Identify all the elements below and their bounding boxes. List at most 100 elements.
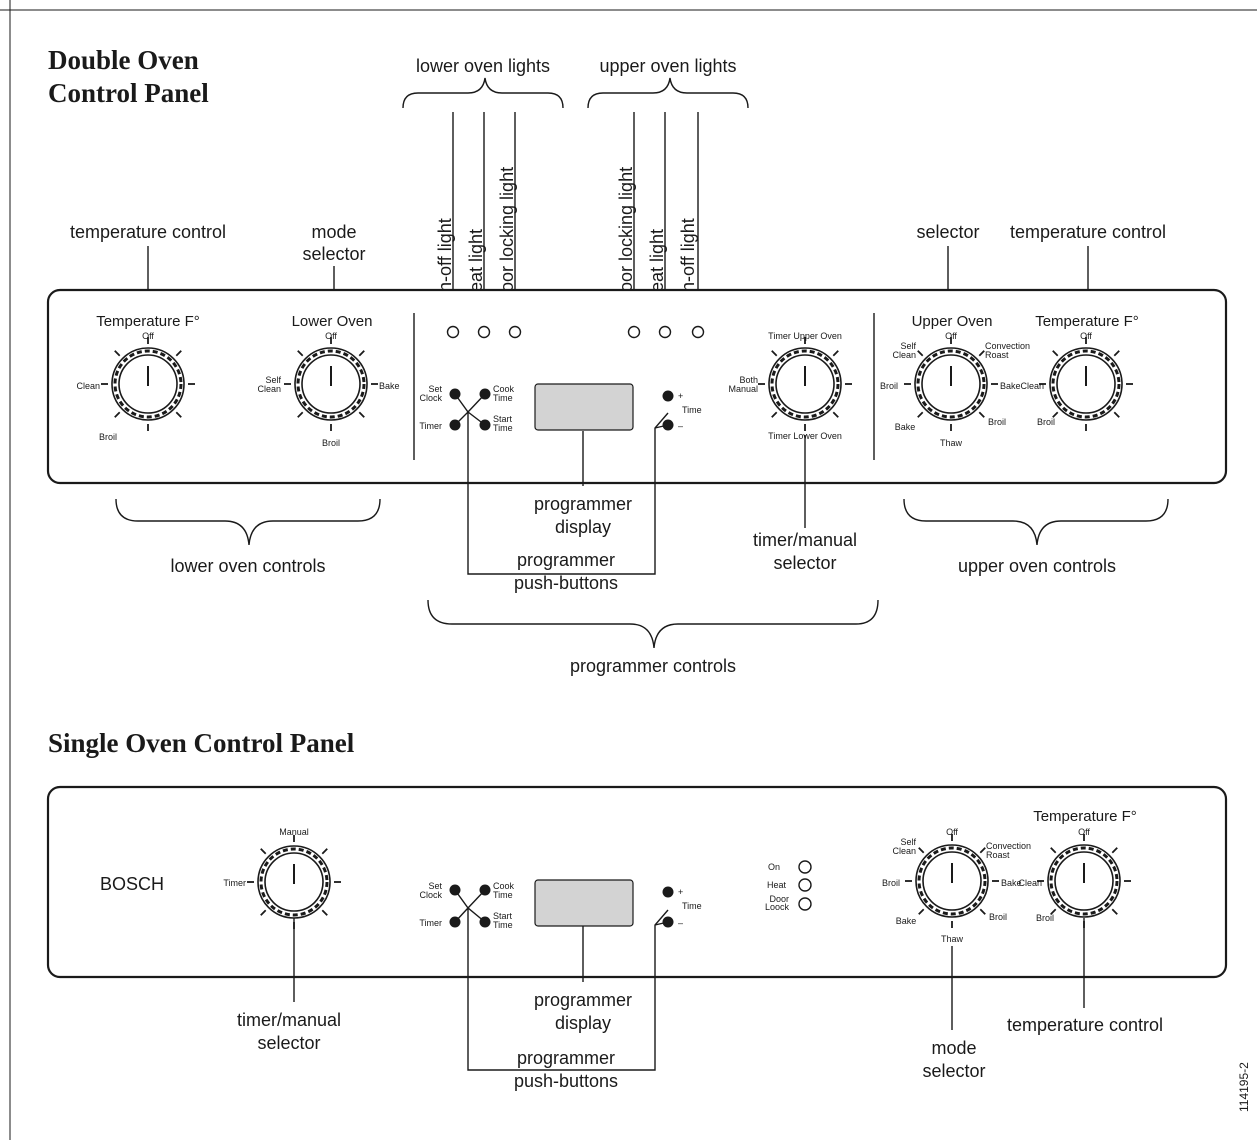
set-clock-label-2: Clock: [419, 393, 442, 403]
lower-temperature-knob-title: Temperature F°: [96, 313, 200, 330]
single-programmer-buttons: Set Clock Cook Time Timer Start Time + T…: [419, 879, 702, 1071]
double-timer-manual-knob[interactable]: [758, 337, 852, 431]
lower-oven-knob-title: Lower Oven: [292, 313, 373, 330]
knob-label-off: Off: [946, 827, 958, 837]
lower-door-locking-light: [508, 325, 522, 339]
knob-label-broil: Broil: [99, 432, 117, 442]
cook-time-label: Cook: [493, 881, 515, 891]
minus-label: –: [678, 918, 683, 928]
knob-label-self: Self: [265, 375, 281, 385]
knob-label-timer: Timer: [223, 878, 246, 888]
knob-label-clean: Clean: [76, 381, 100, 391]
upper-oven-lights-brace: [587, 77, 749, 109]
single-display-label-line1: programmer: [534, 990, 632, 1010]
brand-logo: BOSCH: [100, 874, 164, 894]
knob-label-thaw: Thaw: [940, 438, 963, 448]
knob-label-broil-2: Broil: [988, 417, 1006, 427]
knob-label-broil: Broil: [882, 878, 900, 888]
double-programmer-display: [534, 383, 634, 431]
knob-label-clean: Clean: [892, 846, 916, 856]
lower-oven-lights-label: lower oven lights: [416, 56, 550, 76]
door-lock-light-label-2: Loock: [765, 902, 790, 912]
knob-label-bake: Bake: [1000, 381, 1021, 391]
double-oven-panel: [46, 288, 1228, 485]
single-mode-selector-label-line1: mode: [931, 1038, 976, 1058]
time-plus-button[interactable]: [662, 390, 674, 402]
knob-label-self: Self: [900, 341, 916, 351]
knob-label-timer-upper-oven: Timer Upper Oven: [768, 331, 842, 341]
programmer-buttons-leader: [454, 393, 669, 575]
timer-manual-label-line1: timer/manual: [753, 530, 857, 550]
upper-temperature-knob[interactable]: [1039, 337, 1133, 431]
time-plus-button[interactable]: [662, 886, 674, 898]
single-timer-manual-label-line1: timer/manual: [237, 1010, 341, 1030]
lower-temperature-knob[interactable]: [101, 337, 195, 431]
start-time-label-2: Time: [493, 423, 513, 433]
lower-on-off-light-label: on-off light: [435, 218, 455, 302]
single-oven-title: Single Oven Control Panel: [48, 728, 355, 758]
time-label: Time: [682, 901, 702, 911]
upper-oven-controls-brace: [903, 498, 1169, 546]
single-oven-panel: [46, 785, 1228, 979]
knob-label-thaw: Thaw: [941, 934, 964, 944]
single-temperature-control-label: temperature control: [1007, 1015, 1163, 1035]
programmer-display-label-line2: display: [555, 517, 611, 537]
knob-label-broil: Broil: [322, 438, 340, 448]
knob-label-bake-2: Bake: [896, 916, 917, 926]
programmer-display-label-line1: programmer: [534, 494, 632, 514]
knob-label-broil-2: Broil: [989, 912, 1007, 922]
single-timer-manual-knob[interactable]: [247, 835, 341, 929]
knob-label-bake: Bake: [379, 381, 400, 391]
timer-button-label: Timer: [419, 918, 442, 928]
lower-oven-lights: [446, 325, 522, 339]
document-number: 114195-2: [1237, 1062, 1251, 1112]
upper-on-off-light: [691, 325, 705, 339]
double-oven-title-line2: Control Panel: [48, 78, 209, 108]
lower-door-locking-light-label: door locking light: [497, 167, 517, 302]
single-display-label-line2: display: [555, 1013, 611, 1033]
lower-oven-controls-brace: [115, 498, 381, 546]
programmer-controls-brace: [427, 599, 879, 649]
time-minus-button[interactable]: [662, 419, 674, 431]
single-push-buttons-label-line2: push-buttons: [514, 1071, 618, 1091]
time-minus-button[interactable]: [662, 916, 674, 928]
single-indicator-lights: On Heat Door Loock: [765, 860, 812, 912]
lower-on-off-light: [446, 325, 460, 339]
push-buttons-label-line1: programmer: [517, 550, 615, 570]
plus-label: +: [678, 391, 683, 401]
single-timer-manual-label-line2: selector: [257, 1033, 320, 1053]
timer-button-label: Timer: [419, 421, 442, 431]
plus-label: +: [678, 887, 683, 897]
knob-label-roast: Roast: [986, 850, 1010, 860]
knob-label-off: Off: [1080, 331, 1092, 341]
lower-heat-light-label: heat light: [466, 229, 486, 302]
set-clock-label: Set: [428, 881, 442, 891]
knob-label-off: Off: [1078, 827, 1090, 837]
upper-oven-knob-title: Upper Oven: [912, 313, 993, 330]
single-mode-knob[interactable]: [905, 834, 999, 928]
upper-oven-lights: [627, 325, 705, 339]
on-light: [798, 860, 812, 874]
upper-heat-light-label: heat light: [647, 229, 667, 302]
single-temperature-knob-title: Temperature F°: [1033, 808, 1137, 825]
lower-oven-mode-knob[interactable]: [284, 337, 378, 431]
upper-door-locking-light-label: door locking light: [616, 167, 636, 302]
heat-light-label: Heat: [767, 880, 787, 890]
set-clock-label-2: Clock: [419, 890, 442, 900]
upper-oven-mode-knob[interactable]: [904, 337, 998, 431]
lower-oven-lights-brace: [402, 77, 564, 109]
start-time-label-2: Time: [493, 920, 513, 930]
single-temperature-knob[interactable]: [1037, 834, 1131, 928]
upper-door-locking-light: [627, 325, 641, 339]
programmer-buttons-leader: [454, 889, 669, 1071]
knob-label-off: Off: [142, 331, 154, 341]
selector-label: selector: [916, 222, 979, 242]
knob-label-manual: Manual: [728, 384, 758, 394]
upper-oven-controls-label: upper oven controls: [958, 556, 1116, 576]
single-mode-selector-label-line2: selector: [922, 1061, 985, 1081]
set-clock-label: Set: [428, 384, 442, 394]
cook-time-label-2: Time: [493, 393, 513, 403]
on-light-label: On: [768, 862, 780, 872]
upper-on-off-light-label: on-off light: [678, 218, 698, 302]
